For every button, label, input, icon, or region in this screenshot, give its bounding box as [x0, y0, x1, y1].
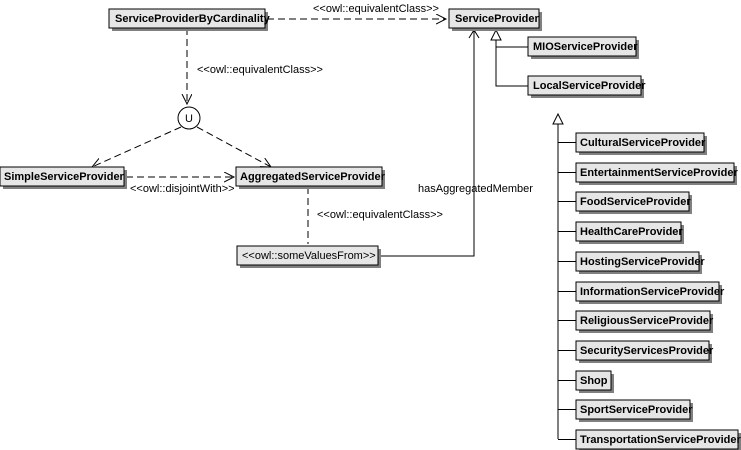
subclass-branches: [558, 142, 576, 440]
local-subclass-list: CulturalServiceProviderEntertainmentServ…: [575, 132, 741, 450]
class-entertainment-service-provider[interactable]: [575, 162, 735, 183]
local-generalization-triangle: [552, 112, 564, 125]
class-simple-service-provider-label: SimpleServiceProvider: [4, 171, 125, 183]
anon-some-values-from[interactable]: [236, 245, 379, 266]
class-religious-service-provider[interactable]: [575, 310, 711, 331]
class-entertainment-service-provider-label: EntertainmentServiceProvider: [580, 167, 738, 179]
class-security-services-provider-label: SecurityServicesProvider: [580, 345, 714, 357]
anon-some-values-from-label: <<owl::someValuesFrom>>: [242, 250, 376, 262]
union-aggregated-edge: [196, 126, 271, 167]
equiv-left-label: <<owl::equivalentClass>>: [197, 64, 323, 76]
class-sport-service-provider[interactable]: [575, 399, 691, 420]
class-aggregated-service-provider-label: AggregatedServiceProvider: [240, 171, 386, 183]
class-security-services-provider[interactable]: [575, 340, 710, 361]
local-generalization-edge: [495, 40, 528, 87]
class-transportation-service-provider[interactable]: [575, 429, 739, 450]
class-information-service-provider-label: InformationServiceProvider: [580, 286, 725, 298]
service-provider-generalization-triangle: [490, 28, 502, 41]
class-information-service-provider[interactable]: [575, 281, 720, 302]
equiv-bottom-label: <<owl::equivalentClass>>: [317, 209, 443, 221]
mio-generalization-edge: [495, 40, 528, 48]
class-shop-label: Shop: [580, 375, 608, 387]
disjoint-label: <<owl::disjointWith>>: [130, 183, 235, 195]
class-food-service-provider[interactable]: [575, 191, 690, 212]
class-mio-service-provider-label: MIOServiceProvider: [533, 41, 638, 53]
class-cultural-service-provider-label: CulturalServiceProvider: [580, 137, 706, 149]
class-service-provider[interactable]: [448, 8, 540, 29]
class-service-provider-by-cardinality-label: ServiceProviderByCardinality: [115, 13, 271, 25]
class-religious-service-provider-label: ReligiousServiceProvider: [580, 315, 714, 327]
class-service-provider-label: ServiceProvider: [455, 13, 539, 25]
class-health-care-provider[interactable]: [575, 221, 682, 242]
has-aggregated-member-edge: [380, 30, 475, 257]
class-mio-service-provider[interactable]: [527, 36, 637, 57]
class-health-care-provider-label: HealthCareProvider: [580, 226, 683, 238]
class-shop[interactable]: [575, 370, 612, 391]
union-symbol: U: [185, 113, 193, 125]
class-local-service-provider[interactable]: [527, 75, 642, 96]
class-food-service-provider-label: FoodServiceProvider: [580, 196, 691, 208]
union-simple-edge: [92, 126, 182, 167]
union-node: [177, 106, 201, 130]
class-hosting-service-provider[interactable]: [575, 251, 700, 272]
class-transportation-service-provider-label: TransportationServiceProvider: [580, 434, 741, 446]
equiv-top-label: <<owl::equivalentClass>>: [313, 3, 439, 15]
class-aggregated-service-provider[interactable]: [235, 166, 383, 187]
class-local-service-provider-label: LocalServiceProvider: [533, 80, 646, 92]
class-sport-service-provider-label: SportServiceProvider: [580, 404, 693, 416]
has-aggregated-member-label: hasAggregatedMember: [418, 183, 533, 195]
class-cultural-service-provider[interactable]: [575, 132, 705, 153]
class-simple-service-provider[interactable]: [0, 166, 125, 187]
class-service-provider-by-cardinality[interactable]: [108, 8, 266, 29]
class-hosting-service-provider-label: HostingServiceProvider: [580, 256, 705, 268]
